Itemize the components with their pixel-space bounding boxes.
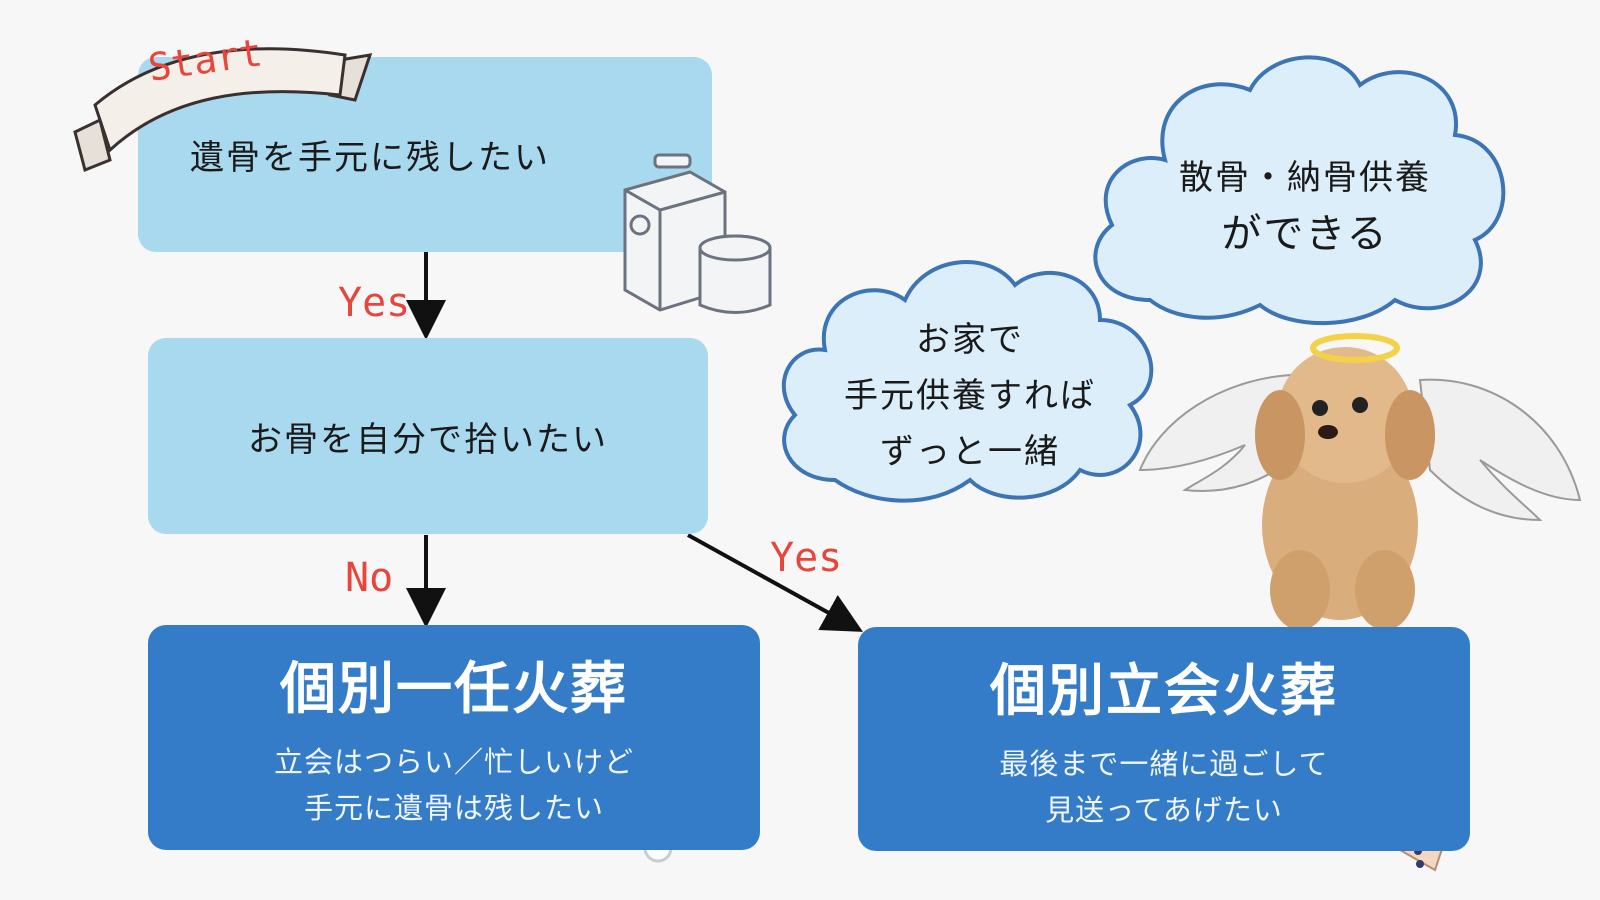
start-banner-ribbon (73, 47, 373, 173)
result-left-box: 個別一任火葬 立会はつらい／忙しいけど 手元に遺骨は残したい (148, 625, 760, 850)
question-2-box: お骨を自分で拾いたい (148, 338, 708, 534)
cloud-small-line1: お家で (916, 320, 1024, 360)
cloud-big (1093, 55, 1506, 326)
angel-dog-illustration (1138, 333, 1582, 630)
result-left-line1: 立会はつらい／忙しいけど (273, 745, 634, 779)
cloud-big-text: 散骨・納骨供養 ができる (1150, 150, 1460, 262)
cloud-small-text: お家で 手元供養すれば ずっと一緒 (820, 312, 1120, 480)
result-right-box: 個別立会火葬 最後まで一緒に過ごして 見送ってあげたい (858, 627, 1470, 851)
cloud-big-line2: ができる (1221, 211, 1389, 257)
yes-label-1: Yes (338, 280, 411, 326)
result-right-line2: 見送ってあげたい (1045, 792, 1283, 827)
urn-box-illustration (623, 153, 772, 314)
cloud-small-line3: ずっと一緒 (880, 432, 1060, 472)
result-left-title: 個別一任火葬 (280, 657, 628, 722)
result-right-title: 個別立会火葬 (990, 658, 1338, 724)
result-left-line2: 手元に遺骨は残したい (303, 791, 604, 825)
yes-label-2: Yes (770, 535, 843, 581)
cloud-big-line1: 散骨・納骨供養 (1179, 158, 1431, 198)
cloud-small-line2: 手元供養すれば (844, 376, 1096, 416)
arrow-q2-to-right (687, 533, 863, 632)
question-2-text: お骨を自分で拾いたい (248, 419, 608, 460)
cloud-small (781, 260, 1154, 503)
no-label: No (345, 555, 394, 601)
result-right-line1: 最後まで一緒に過ごして (999, 746, 1329, 781)
